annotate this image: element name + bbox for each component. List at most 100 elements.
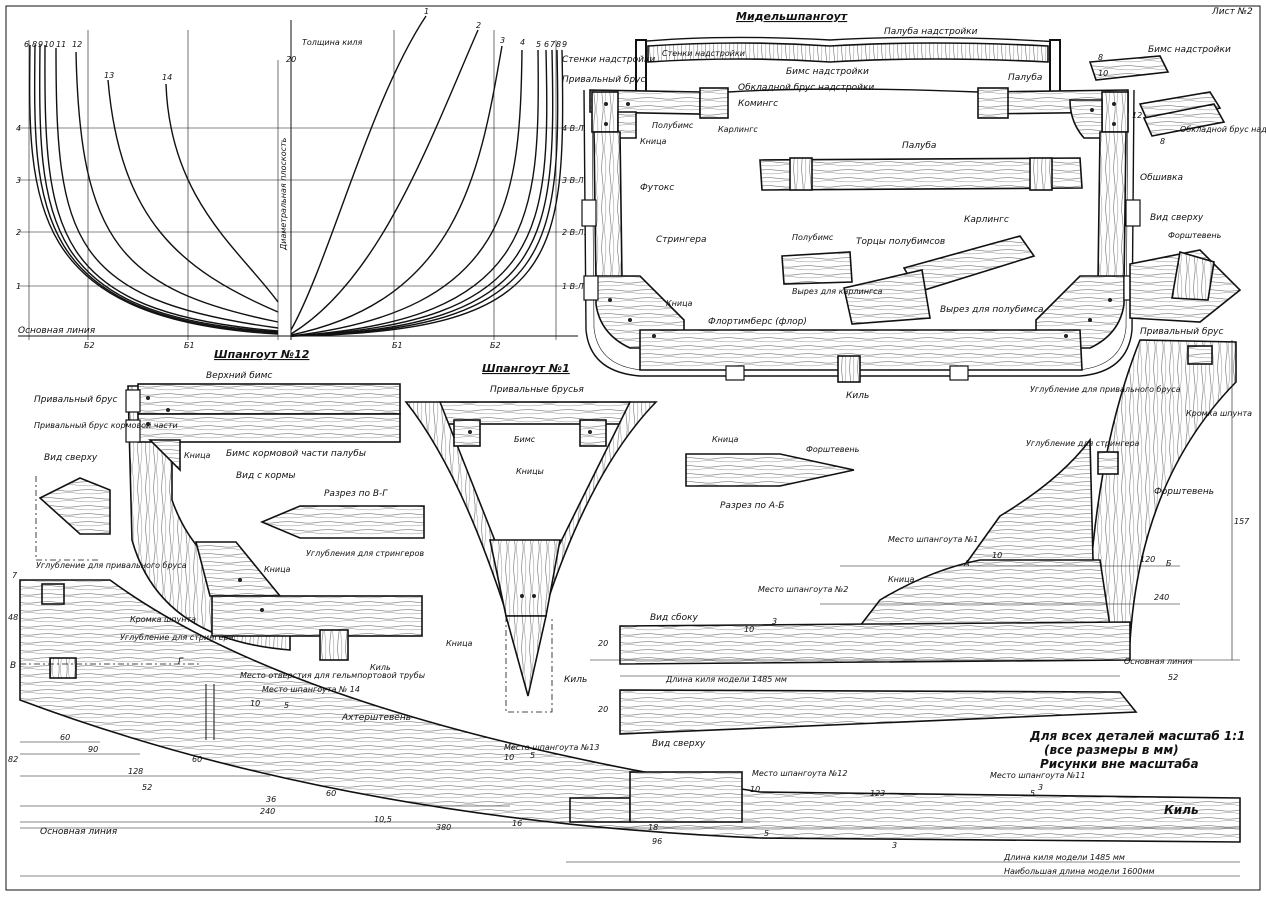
dim-label: 8 — [1098, 53, 1103, 62]
label-cut-half-beam: Вырез для полубимса — [940, 305, 1044, 315]
dim-18: 18 — [648, 823, 658, 832]
dim-16: 16 — [512, 819, 522, 828]
frame-number: 4 — [520, 38, 525, 47]
stringer — [1125, 199, 1141, 227]
stern-frame-block — [629, 771, 743, 823]
bow-top-clamp-label: Привальный брус — [1140, 327, 1223, 337]
dim-5: 5 — [764, 829, 769, 838]
label-planking: Обшивка — [1140, 173, 1183, 183]
frame1-dash — [505, 616, 553, 713]
dim-120: 120 — [1140, 555, 1155, 564]
scale-note-line2: (все размеры в мм) — [1044, 743, 1179, 757]
stern-clamp-groove — [41, 583, 65, 605]
keel-thickness-label: Толщина киля — [302, 38, 362, 47]
frame12-floor — [211, 595, 423, 637]
label-tube-hole: Место отверстия для гельмпортовой трубы — [240, 671, 425, 680]
label-coaming: Комингс — [738, 99, 778, 109]
dim-128: 128 — [128, 767, 143, 776]
frame-number: 11 — [56, 40, 66, 49]
bow-top-stem-label: Форштевень — [1168, 231, 1222, 240]
half-beam-end — [789, 157, 813, 191]
dim-5d: 5 — [1030, 789, 1035, 798]
height-label: 2 — [16, 228, 21, 237]
frame-curve-1 — [290, 15, 427, 331]
bolt — [166, 408, 170, 412]
bolt — [652, 334, 656, 338]
dim-label: 10 — [1098, 69, 1108, 78]
section-v-g: Разрез по В-Г Углубления для стрингеров — [259, 489, 425, 558]
label-view-top: Вид сверху — [652, 739, 706, 749]
label-max-length: Наибольшая длина модели 1600мм — [1004, 867, 1155, 876]
dim-3b: 3 — [1038, 783, 1043, 792]
section-ab-title: Разрез по А-Б — [720, 501, 784, 511]
label-rabbet: Кромка шпунта — [1186, 409, 1252, 418]
bolt — [1090, 108, 1094, 112]
dim-10: 10 — [992, 551, 1002, 560]
half-beam-detail — [843, 269, 931, 325]
label-frame-place1: Место шпангоута №1 — [888, 535, 978, 544]
bow-keel-side-view: Углубление для привального бруса Кромка … — [564, 339, 1252, 749]
section-vg-title: Разрез по В-Г — [324, 489, 388, 499]
deckhouse-deck — [635, 36, 1061, 43]
frame-curve-11 — [55, 47, 279, 329]
midship-keel — [837, 355, 861, 383]
frame1-clamps: Привальные брусья — [490, 385, 584, 395]
frame-1: Шпангоут №1 Привальные брусья Бимс Кницы… — [404, 362, 658, 713]
coaming-left — [699, 87, 729, 119]
coaming-detail-2 — [1142, 103, 1226, 137]
bolt — [532, 594, 536, 598]
frame-curve-14 — [165, 83, 279, 303]
label-groove-clamp: Углубление для привального бруса — [1030, 385, 1181, 394]
frame-number: 1 — [424, 7, 429, 16]
buttock-label: Б1 — [392, 341, 403, 350]
label-groove-clamp: Углубление для привального бруса — [36, 561, 187, 570]
frame-curve-9 — [290, 49, 564, 337]
label-knee: Кница — [640, 137, 667, 146]
frame-number: 10 — [44, 40, 54, 49]
section-a-b: Кница Форштевень Разрез по А-Б — [685, 435, 860, 511]
bolt — [468, 430, 472, 434]
frame-curve-3 — [290, 45, 503, 336]
dim-48: 48 — [8, 613, 18, 622]
dim-20b: 20 — [598, 705, 608, 714]
frame-curve-2 — [290, 29, 479, 335]
frame-curve-9 — [39, 44, 279, 333]
label-V: В — [10, 661, 16, 671]
label-stem: Форштевень — [1154, 487, 1214, 497]
label-frame-place2: Место шпангоута №2 — [758, 585, 848, 594]
dim-10: 10 — [250, 699, 260, 708]
scale-note-line1: Для всех деталей масштаб 1:1 — [1029, 729, 1245, 743]
dim-240: 240 — [260, 807, 275, 816]
sternpost-keel — [19, 579, 1241, 843]
label-carlins: Карлингс — [718, 125, 758, 134]
frame-number: 12 — [72, 40, 82, 49]
frame-number: 9 — [38, 40, 43, 49]
label-keel-length: Длина киля модели 1485 мм — [1003, 853, 1125, 862]
dim-5b: 5 — [284, 701, 289, 710]
height-label: 4 — [16, 124, 21, 133]
frame-curve-7 — [290, 49, 554, 337]
dim-A: А — [963, 559, 969, 568]
waterline-label: 1 В.Л. — [562, 282, 586, 291]
label-deckhouse-walls: Стенки надстройки — [562, 55, 655, 65]
stem-clamp-groove — [1187, 345, 1213, 365]
label-deck: Палуба — [1008, 73, 1042, 83]
stringer — [583, 275, 599, 301]
height-label: 3 — [16, 176, 21, 185]
clamp-left — [591, 91, 619, 133]
height-label: 1 — [16, 282, 21, 291]
frame-number: 7 — [550, 40, 556, 49]
dim-123: 123 — [870, 789, 885, 798]
frame1-bottom — [489, 539, 561, 617]
bolt — [238, 578, 242, 582]
label-frame11: Место шпангоута №11 — [990, 771, 1085, 780]
dim-label: 12 — [1132, 111, 1142, 120]
dim-90: 90 — [88, 745, 98, 754]
bow-top-view: Вид сверху Форштевень Привальный брус — [1129, 213, 1242, 337]
bolt — [520, 594, 524, 598]
waterline-label: 4 В.Л. — [562, 124, 586, 133]
label-floor: Флортимберс (флор) — [708, 317, 807, 327]
label-knee2: Кница — [666, 299, 693, 308]
